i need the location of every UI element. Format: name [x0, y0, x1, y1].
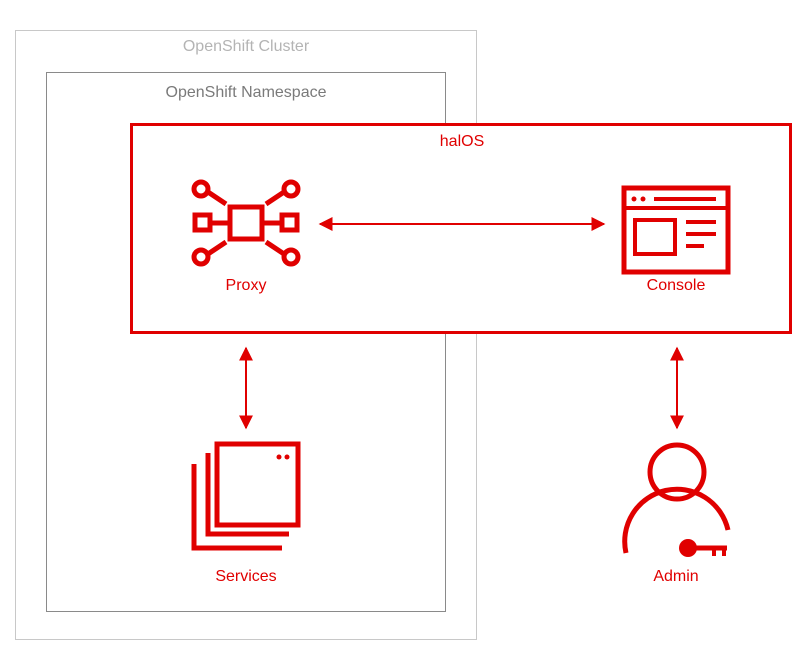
openshift-namespace-boundary	[46, 72, 446, 612]
stacked-services-icon	[191, 441, 301, 551]
proxy-label: Proxy	[225, 277, 267, 294]
proxy-network-icon	[191, 179, 301, 267]
services-label: Services	[215, 568, 277, 585]
console-label: Console	[646, 277, 706, 294]
admin-label: Admin	[653, 568, 699, 585]
halos-label: halOS	[439, 133, 485, 150]
console-window-icon	[621, 185, 731, 275]
admin-user-key-icon	[622, 442, 731, 557]
openshift-cluster-boundary	[15, 30, 477, 640]
namespace-label: OpenShift Namespace	[165, 84, 327, 101]
cluster-label: OpenShift Cluster	[182, 38, 310, 55]
halos-boundary	[130, 123, 792, 334]
